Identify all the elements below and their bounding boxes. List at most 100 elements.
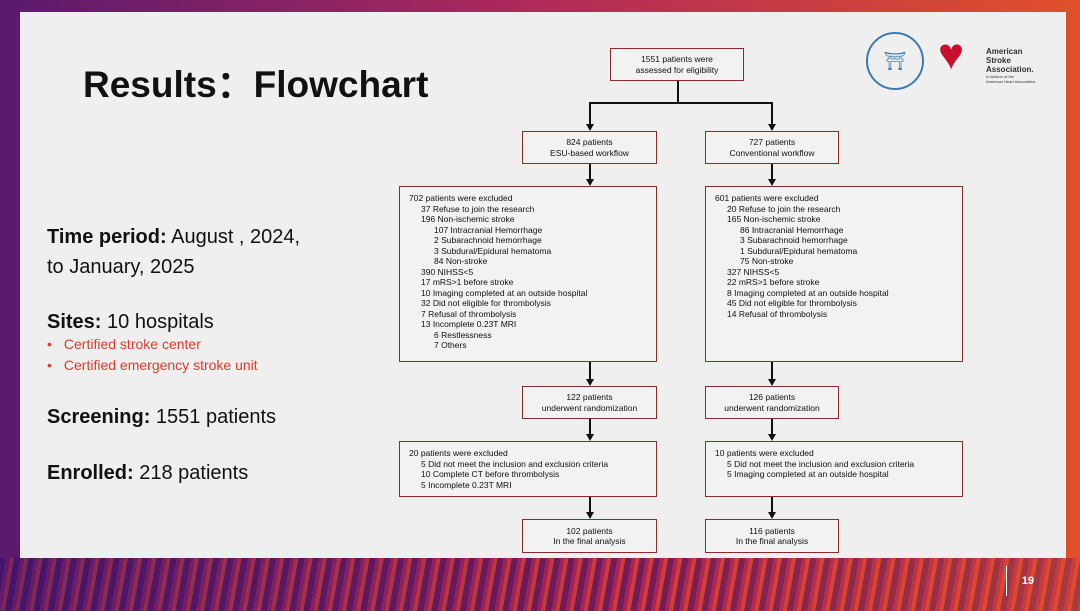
exclusion-line: 45 Did not eligible for thrombolysis <box>727 298 857 308</box>
box-line: 727 patients <box>748 137 796 147</box>
divider <box>1006 566 1007 596</box>
box-line: Conventional workflow <box>729 147 815 158</box>
logo-sub: A division of the <box>986 74 1015 79</box>
exclusion-line: 13 Incomplete 0.23T MRI <box>421 319 517 329</box>
sites-value: 10 hospitals <box>101 311 214 333</box>
connector <box>771 418 773 435</box>
exclusion-line: 5 Did not meet the inclusion and exclusi… <box>727 458 915 469</box>
screening-value: 1551 patients <box>150 406 277 428</box>
arrow-down-icon <box>586 512 594 519</box>
logo-line: Association. <box>986 65 1034 74</box>
connector <box>589 102 591 125</box>
page-number: 19 <box>1021 575 1034 587</box>
box-line: 126 patients <box>748 392 796 402</box>
box-line: ESU-based workflow <box>550 147 629 158</box>
enrolled: Enrolled: 218 patients <box>47 462 248 485</box>
logo-line: American <box>986 47 1023 56</box>
enrolled-value: 218 patients <box>133 462 249 484</box>
box-line: In the final analysis <box>553 536 626 546</box>
connector <box>589 496 591 513</box>
exclusion-line: 22 mRS>1 before stroke <box>727 277 820 287</box>
connector <box>771 102 773 125</box>
box-line: 824 patients <box>566 137 613 147</box>
exclusion-line: 86 Intracranial Hemorrhage <box>740 224 844 235</box>
arrow-down-icon <box>586 124 594 131</box>
exclusion-line: 165 Non-ischemic stroke <box>727 214 821 224</box>
connector <box>589 418 591 435</box>
box-line: 122 patients <box>566 392 613 402</box>
screening-label: Screening: <box>47 406 151 428</box>
connector <box>589 163 591 180</box>
time-value: August , 2024, <box>166 226 301 248</box>
arrow-down-icon <box>586 379 594 386</box>
exclusion-line: 6 Restlessness <box>434 329 492 340</box>
exclusion-line: 327 NIHSS<5 <box>727 266 780 277</box>
box-line: 102 patients <box>566 525 613 536</box>
exclusion-line: 10 patients were excluded <box>715 448 814 458</box>
enrolled-label: Enrolled: <box>47 462 134 484</box>
footer-band <box>0 558 1080 611</box>
university-seal-logo: ⛩ <box>866 32 924 90</box>
time-period: Time period: August , 2024, <box>47 226 300 249</box>
connector <box>677 80 679 103</box>
exclusion-line: 75 Non-stroke <box>740 256 794 266</box>
box-line: 1551 patients were <box>641 54 713 64</box>
arrow-down-icon <box>768 124 776 131</box>
exclusion-line: 8 Imaging completed at an outside hospit… <box>727 287 889 298</box>
page-title: Results：Flowchart <box>83 64 429 105</box>
arrow-down-icon <box>768 179 776 186</box>
screening: Screening: 1551 patients <box>47 406 276 429</box>
arrow-down-icon <box>586 179 594 186</box>
site-bullet: Certified emergency stroke unit <box>47 357 258 373</box>
exclusion-line: 2 Subarachnoid hemorrhage <box>434 235 542 245</box>
logo-line: Stroke <box>986 56 1011 65</box>
exclusion-line: 3 Subarachnoid hemorrhage <box>740 235 848 245</box>
box-line: assessed for eligibility <box>635 64 719 75</box>
exclusion-line: 20 Refuse to join the research <box>727 203 841 214</box>
time-label: Time period: <box>47 226 167 248</box>
site-bullet: Certified stroke center <box>47 336 201 352</box>
connector <box>771 496 773 513</box>
box-line: In the final analysis <box>735 536 809 546</box>
arrow-down-icon <box>768 379 776 386</box>
connector <box>589 102 772 104</box>
box-line: underwent randomization <box>541 402 638 413</box>
connector <box>589 361 591 380</box>
exclusion-line: 32 Did not eligible for thrombolysis <box>421 298 551 308</box>
exclusion-line: 7 Others <box>434 340 467 350</box>
arrow-down-icon <box>768 434 776 441</box>
exclusion-line: 390 NIHSS<5 <box>421 266 474 277</box>
exclusion-line: 84 Non-stroke <box>434 256 488 266</box>
sites: Sites: 10 hospitals <box>47 311 214 334</box>
exclusion-line: 10 Imaging completed at an outside hospi… <box>421 287 588 298</box>
exclusion-line: 3 Subdural/Epidural hematoma <box>434 245 552 256</box>
heart-torch-logo: ♥ <box>938 30 965 79</box>
arrow-down-icon <box>586 434 594 441</box>
exclusion-line: 14 Refusal of thrombolysis <box>727 308 828 319</box>
exclusion-line: 196 Non-ischemic stroke <box>421 214 515 224</box>
exclusion-line: 5 Incomplete 0.23T MRI <box>421 479 512 490</box>
exclusion-line: 17 mRS>1 before stroke <box>421 277 514 287</box>
exclusion-line: 37 Refuse to join the research <box>421 203 535 214</box>
exclusion-line: 601 patients were excluded <box>715 193 819 203</box>
exclusion-line: 702 patients were excluded <box>409 193 513 203</box>
exclusion-line: 1 Subdural/Epidural hematoma <box>740 245 858 256</box>
arrow-down-icon <box>768 512 776 519</box>
logo-sub: American Heart Association. <box>986 79 1037 84</box>
sites-label: Sites: <box>47 311 102 333</box>
exclusion-line: 5 Did not meet the inclusion and exclusi… <box>421 458 609 469</box>
exclusion-line: 5 Imaging completed at an outside hospit… <box>727 469 889 479</box>
exclusion-line: 107 Intracranial Hemorrhage <box>434 224 543 235</box>
connector <box>771 163 773 180</box>
exclusion-line: 10 Complete CT before thrombolysis <box>421 469 560 479</box>
connector <box>771 361 773 380</box>
